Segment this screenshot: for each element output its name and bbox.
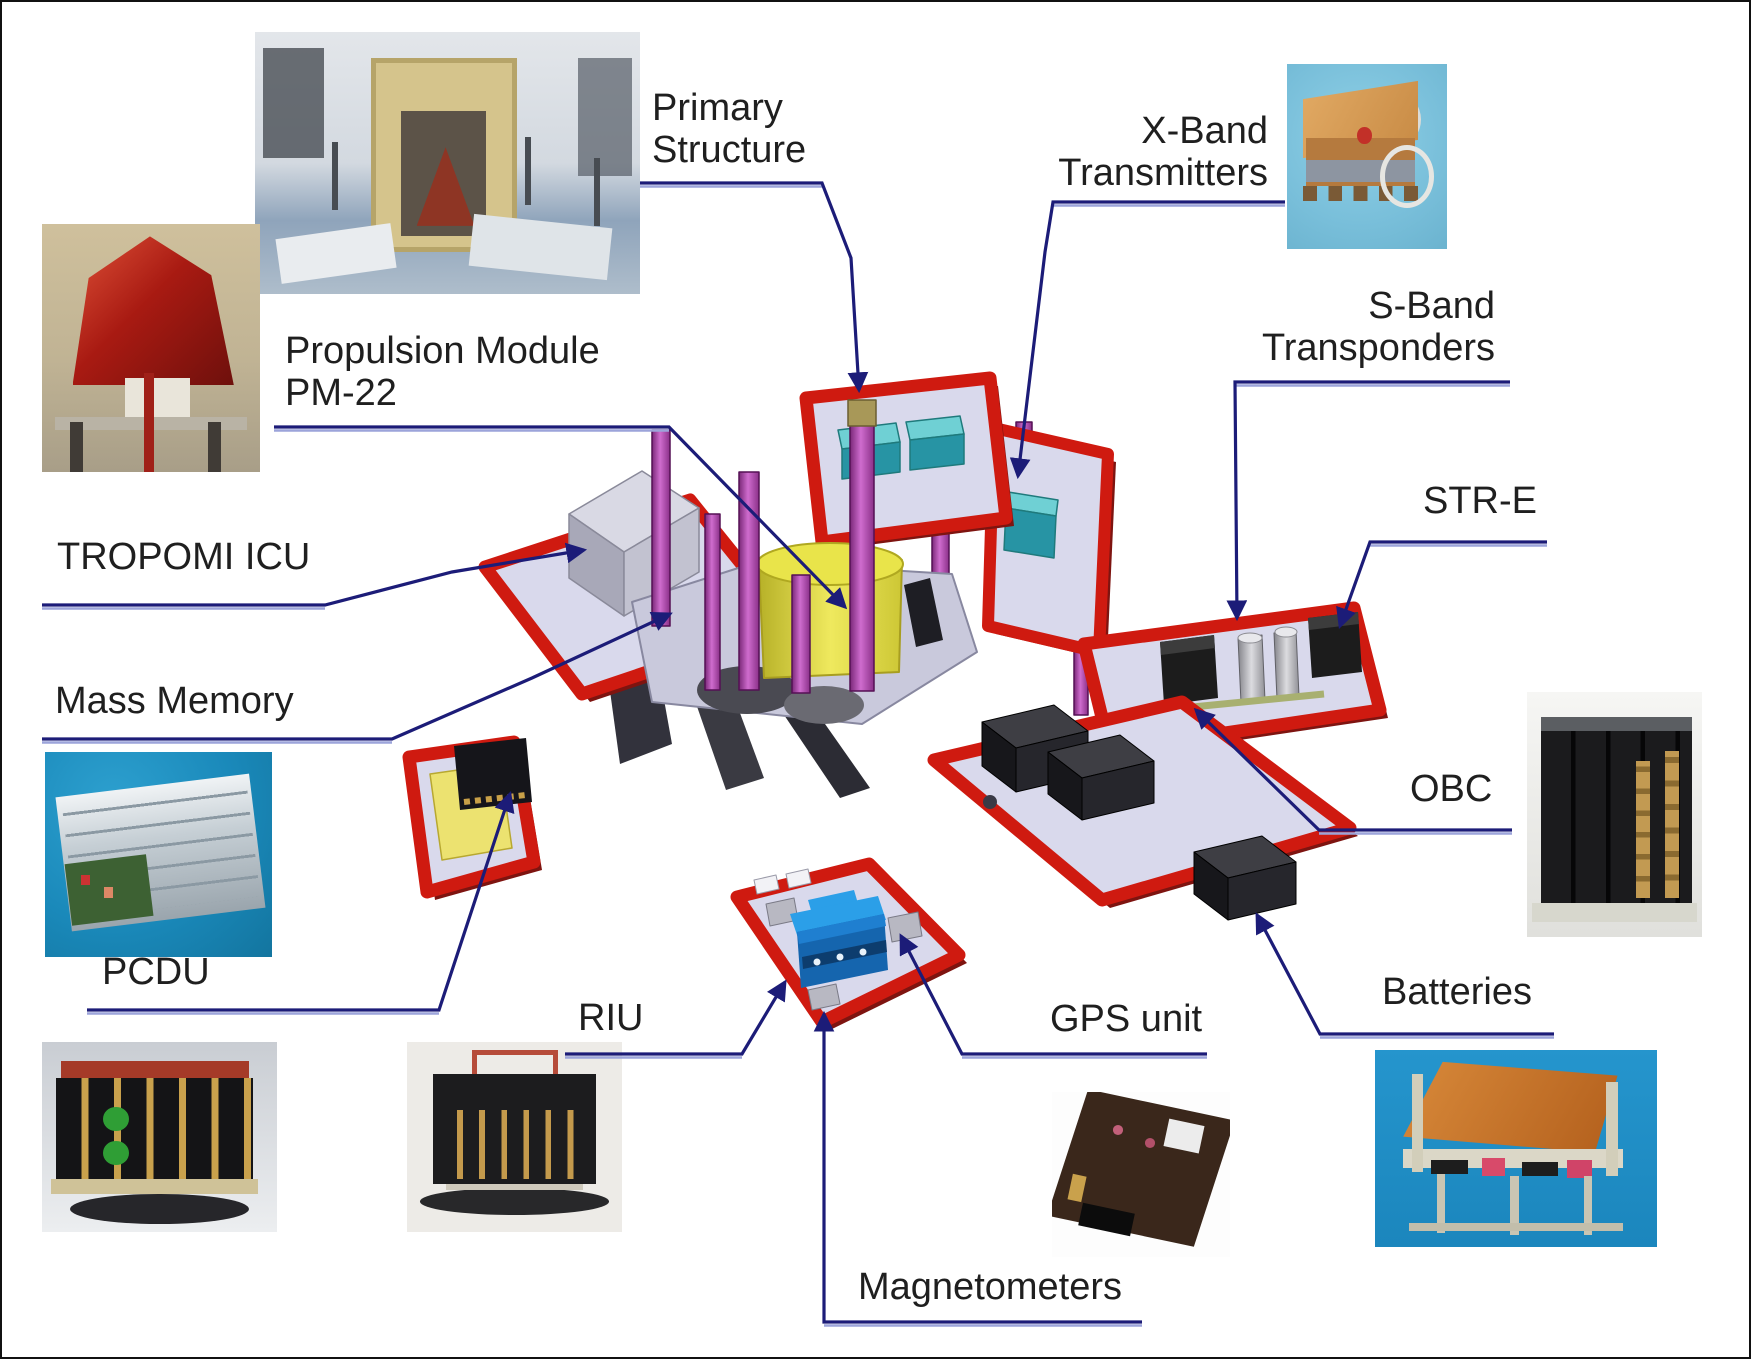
- panel-batteries: [927, 695, 1358, 921]
- mast-front-4: [791, 574, 811, 694]
- label-line: X-Band: [1141, 110, 1268, 152]
- platform-antenna: [904, 578, 943, 647]
- battery-boxes: [981, 704, 1297, 921]
- label-riu: RIU: [578, 997, 644, 1039]
- callout-line-gps: [899, 933, 1207, 1056]
- strut-right: [774, 694, 870, 798]
- callout-line-mass-memory: [42, 612, 673, 741]
- label-str-e: STR-E: [1423, 480, 1537, 522]
- obc-photo: [1527, 692, 1702, 937]
- panel-back-right: [982, 422, 1116, 660]
- underline-shadows: [42, 185, 1554, 1327]
- mast-front-2: [704, 513, 721, 691]
- callout-line-pcdu: [87, 791, 515, 1012]
- satellite-center-render: [402, 371, 1388, 1030]
- label-line: S-Band: [1368, 285, 1495, 327]
- mast-front-1: [651, 429, 671, 627]
- magnetometer-unit: [790, 890, 888, 988]
- label-sband-transponders: S-Band Transponders: [1262, 285, 1495, 369]
- callout-line-xband: [1009, 200, 1285, 480]
- callout-line-propulsion: [274, 425, 848, 610]
- callout-line-batteries: [1255, 912, 1554, 1036]
- mass-memory-photo: [45, 752, 272, 957]
- strut-mid: [692, 686, 764, 790]
- gps-unit-photo: [1052, 1092, 1230, 1257]
- callout-line-riu: [565, 979, 787, 1056]
- sband-unit-2: [1273, 629, 1300, 700]
- batteries-photo: [1375, 1050, 1657, 1247]
- label-line: Propulsion Module: [285, 330, 600, 372]
- mast-front-3: [738, 471, 760, 691]
- label-magnetometers: Magnetometers: [858, 1266, 1123, 1308]
- panel-magnetometer: [730, 857, 967, 1030]
- label-mass-memory: Mass Memory: [55, 680, 294, 722]
- tropomi-instrument-photo: [42, 224, 260, 472]
- label-obc: OBC: [1410, 768, 1493, 810]
- primary-structure-photo: [255, 32, 640, 294]
- label-tropomi-icu: TROPOMI ICU: [57, 536, 311, 578]
- callout-line-tropomi-icu: [42, 542, 588, 607]
- callout-line-sband: [1226, 380, 1510, 622]
- callout-line-primary-structure: [640, 181, 869, 394]
- label-line: PM-22: [285, 372, 397, 414]
- x-band-transmitter-photo: [1287, 64, 1447, 249]
- pcdu-photo: [42, 1042, 277, 1232]
- label-line: Structure: [652, 129, 807, 171]
- callout-line-obc: [1193, 707, 1512, 832]
- label-xband-transmitters: X-Band Transmitters: [1058, 110, 1268, 194]
- label-line: Transmitters: [1058, 152, 1268, 194]
- panel-pcdu: [402, 735, 542, 900]
- label-primary-structure: Primary Structure: [652, 87, 806, 171]
- callout-line-stre: [1336, 540, 1547, 629]
- label-line: Primary: [652, 87, 783, 129]
- mast-front-tall: [849, 402, 875, 692]
- callout-line-magnetometers: [813, 1010, 1142, 1324]
- riu-photo: [407, 1042, 622, 1232]
- sband-unit-1: [1237, 634, 1266, 704]
- label-line: Transponders: [1261, 327, 1495, 369]
- label-gps-unit: GPS unit: [1050, 998, 1203, 1040]
- mast-cap: [847, 399, 877, 427]
- label-batteries: Batteries: [1382, 971, 1532, 1013]
- label-pcdu: PCDU: [102, 951, 210, 993]
- panel-top-xband: [799, 371, 1014, 550]
- callout-lines: [42, 181, 1554, 1324]
- label-propulsion-module: Propulsion Module PM-22: [285, 330, 600, 414]
